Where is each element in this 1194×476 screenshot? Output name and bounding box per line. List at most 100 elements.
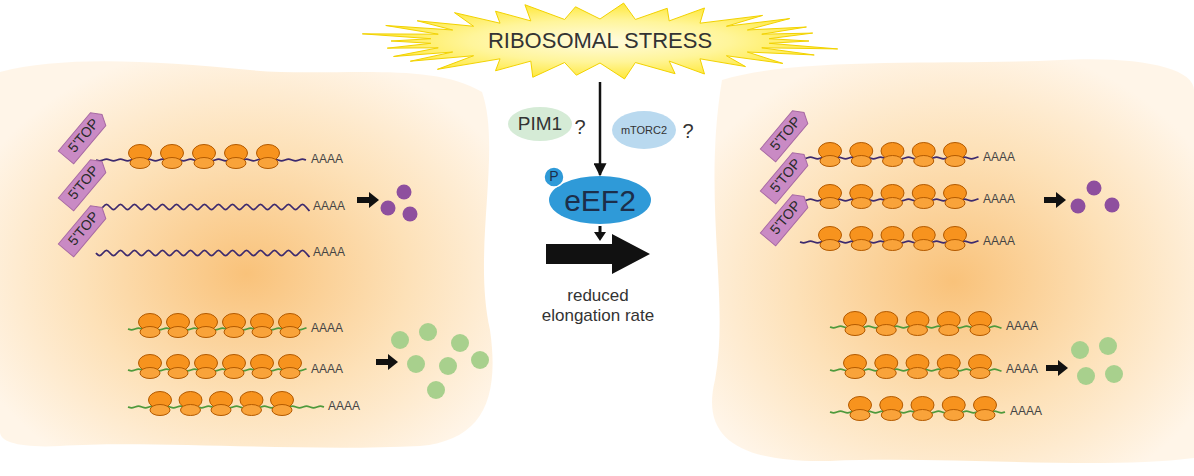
tag-box: 5'TOP xyxy=(760,106,811,162)
ribosome xyxy=(875,312,898,336)
tag-box: 5'TOP xyxy=(58,155,109,211)
ribosome xyxy=(844,355,867,379)
protein-dot xyxy=(1071,199,1086,214)
ribosome xyxy=(850,185,873,209)
node-text: P xyxy=(549,169,558,184)
ribosome xyxy=(974,397,997,421)
polya-tail: AAAA xyxy=(1006,319,1038,333)
cell-right xyxy=(712,59,1194,463)
ribosome xyxy=(880,397,903,421)
ribosome xyxy=(944,185,967,209)
protein-dot xyxy=(407,355,425,373)
ribosome xyxy=(225,145,248,169)
kinase-ellipse-fill xyxy=(508,107,572,141)
ribosome xyxy=(819,143,842,167)
ribosome xyxy=(223,314,246,338)
protein-dot xyxy=(391,331,409,349)
tag-box: 5'TOP xyxy=(58,201,109,257)
protein-dot xyxy=(439,357,457,375)
ribosome xyxy=(139,314,162,338)
polya-tail: AAAA xyxy=(311,362,343,376)
ribosome xyxy=(849,397,872,421)
ribosome xyxy=(881,227,904,251)
ribosome xyxy=(251,355,274,379)
protein-dot xyxy=(381,201,396,216)
ribosome xyxy=(819,227,842,251)
ribosome xyxy=(881,143,904,167)
ribosome xyxy=(969,355,992,379)
ribosome xyxy=(844,312,867,336)
polya-tail: AAAA xyxy=(311,321,343,335)
tag-fill xyxy=(760,106,811,162)
ribosome xyxy=(944,143,967,167)
protein-dot xyxy=(1099,337,1117,355)
polya-tail: AAAA xyxy=(1006,362,1038,376)
ribosome xyxy=(881,185,904,209)
ribosome xyxy=(195,314,218,338)
kinase-ellipse-fill xyxy=(612,111,676,149)
ribosome xyxy=(279,355,302,379)
ribosome xyxy=(850,143,873,167)
protein-dot xyxy=(471,351,489,369)
protein-dot xyxy=(451,334,469,352)
tag-box: 5'TOP xyxy=(760,148,811,204)
ribosome xyxy=(167,355,190,379)
ribosome xyxy=(179,392,202,416)
big-arrow xyxy=(546,234,650,274)
mrna xyxy=(96,250,310,257)
polya-tail: AAAA xyxy=(313,199,345,213)
mrna-group xyxy=(96,143,1005,421)
ribosome xyxy=(942,397,965,421)
ribosome xyxy=(193,145,216,169)
phospho-circle-fill xyxy=(544,167,564,187)
ribosome xyxy=(271,392,294,416)
ribosome xyxy=(912,185,935,209)
ribosome xyxy=(937,312,960,336)
protein-dot xyxy=(419,323,437,341)
ribosome xyxy=(161,145,184,169)
polya-tail: AAAA xyxy=(983,150,1015,164)
factor-ellipse-fill xyxy=(549,176,651,224)
ribosome xyxy=(279,314,302,338)
polya-tail: AAAA xyxy=(328,399,360,413)
burst-fill xyxy=(362,3,837,79)
phospho-circle: P xyxy=(543,166,565,188)
tag-fill xyxy=(58,108,109,164)
node-text: eEF2 xyxy=(564,184,636,217)
arrow-label: reduced elongation rate xyxy=(532,286,664,327)
node-text: mTORC2 xyxy=(621,124,667,136)
ribosome xyxy=(139,355,162,379)
ribosome xyxy=(251,314,274,338)
tag-fill xyxy=(58,201,109,257)
pointer-arrow xyxy=(594,226,606,241)
protein-dot xyxy=(427,381,445,399)
ribosome xyxy=(937,355,960,379)
ribosome xyxy=(167,314,190,338)
protein-dot xyxy=(403,207,418,222)
ribosome xyxy=(911,397,934,421)
kinase-ellipse: mTORC2 xyxy=(611,110,677,150)
factor-ellipse: eEF2P xyxy=(548,175,652,225)
kinase-ellipse: PIM1 xyxy=(507,106,573,142)
ribosome xyxy=(912,143,935,167)
stress-burst: RIBOSOMAL STRESS xyxy=(355,0,845,82)
ribosome xyxy=(195,355,218,379)
ribosome xyxy=(969,312,992,336)
ribosome xyxy=(223,355,246,379)
cell-left xyxy=(0,61,493,447)
output-arrow xyxy=(357,192,379,208)
polya-tail: AAAA xyxy=(313,245,345,259)
protein-dot xyxy=(397,185,412,200)
output-arrow xyxy=(1046,360,1068,376)
protein-dot xyxy=(1105,198,1120,213)
signal-arrow xyxy=(599,82,602,175)
ribosome xyxy=(906,355,929,379)
ribosome xyxy=(850,227,873,251)
ribosome xyxy=(210,392,233,416)
polya-tail: AAAA xyxy=(983,234,1015,248)
tag-box: 5'TOP xyxy=(760,190,811,246)
tag-fill xyxy=(58,155,109,211)
output-arrow xyxy=(376,354,398,370)
tag-fill xyxy=(760,148,811,204)
